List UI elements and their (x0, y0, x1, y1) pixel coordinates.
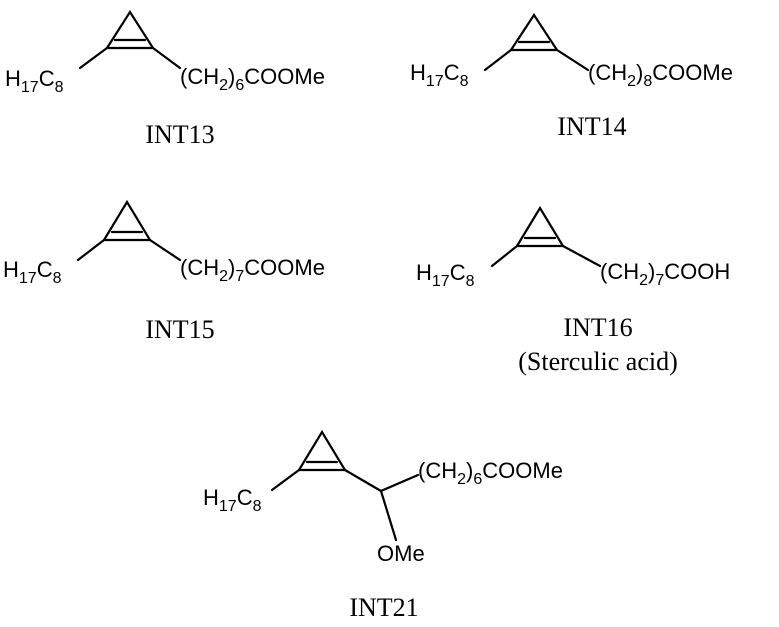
methoxy-group: OMe (377, 541, 425, 566)
bond-right (561, 244, 602, 268)
right-substituent: (CH2)8COOMe (588, 60, 733, 90)
structure-int14: H17C8 (CH2)8COOMe INT14 (410, 12, 733, 141)
structure-label: INT21 (349, 593, 418, 622)
bond-chain (379, 473, 420, 493)
bond-methoxy (379, 489, 398, 542)
bond-right (343, 468, 383, 493)
left-substituent: H17C8 (3, 257, 62, 287)
bond-left (270, 468, 301, 492)
right-substituent: (CH2)7COOH (600, 259, 730, 289)
structure-label: INT15 (145, 315, 214, 344)
right-substituent: (CH2)6COOMe (418, 458, 563, 488)
structure-int21: H17C8 (CH2)6COOMe OMe INT21 (203, 429, 563, 622)
right-substituent: (CH2)7COOMe (180, 255, 325, 285)
bond-right (555, 48, 590, 72)
bond-left (78, 46, 109, 70)
left-substituent: H17C8 (410, 60, 469, 90)
structure-caption: (Sterculic acid) (518, 347, 678, 376)
structure-label: INT13 (145, 120, 214, 149)
cyclopropene-ring (509, 12, 560, 52)
structure-int16: H17C8 (CH2)7COOH INT16 (Sterculic acid) (416, 205, 730, 376)
cyclopropene-ring (515, 205, 565, 248)
cyclopropene-ring (297, 429, 347, 472)
bond-right (148, 238, 182, 262)
cyclopropene-ring (102, 199, 152, 242)
structure-int15: H17C8 (CH2)7COOMe INT15 (3, 199, 325, 344)
structure-label: INT16 (563, 313, 632, 342)
structure-label: INT14 (557, 112, 626, 141)
left-substituent: H17C8 (203, 485, 262, 515)
right-substituent: (CH2)6COOMe (180, 64, 325, 94)
bond-left (76, 238, 106, 262)
left-substituent: H17C8 (416, 260, 475, 290)
bond-left (483, 48, 513, 72)
structure-int13: H17C8 (CH2)6COOMe INT13 (5, 9, 325, 149)
cyclopropene-ring (105, 9, 156, 50)
left-substituent: H17C8 (5, 66, 64, 96)
bond-left (490, 244, 519, 268)
bond-right (151, 46, 182, 70)
